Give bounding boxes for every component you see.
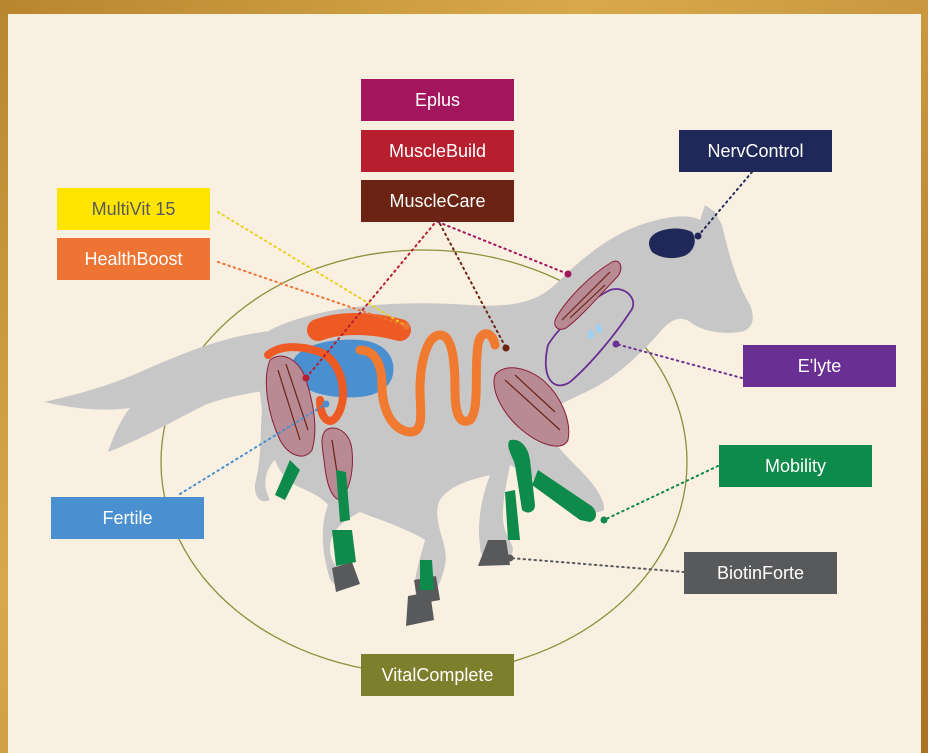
hoof	[332, 562, 360, 592]
label-musclebuild[interactable]: MuscleBuild	[361, 130, 514, 172]
leader-eplus	[438, 222, 568, 274]
dot-biotinforte	[507, 555, 514, 562]
bone	[420, 560, 434, 590]
label-eplus[interactable]: Eplus	[361, 79, 514, 121]
dot-fertile	[323, 401, 330, 408]
dot-eplus	[565, 271, 572, 278]
bone	[332, 530, 356, 566]
label-vitalcomplete[interactable]: VitalComplete	[361, 654, 514, 696]
dot-mobility	[601, 517, 608, 524]
label-biotinforte[interactable]: BiotinForte	[684, 552, 837, 594]
leader-elyte	[616, 344, 742, 378]
dot-elyte	[613, 341, 620, 348]
leader-mobility	[604, 466, 718, 520]
dot-multivit	[403, 323, 410, 330]
label-elyte[interactable]: E'lyte	[743, 345, 896, 387]
bone	[505, 490, 520, 540]
dot-musclecare	[503, 345, 510, 352]
label-nervcontrol[interactable]: NervControl	[679, 130, 832, 172]
label-musclecare[interactable]: MuscleCare	[361, 180, 514, 222]
label-multivit[interactable]: MultiVit 15	[57, 188, 210, 230]
label-mobility[interactable]: Mobility	[719, 445, 872, 487]
label-healthboost[interactable]: HealthBoost	[57, 238, 210, 280]
horse-tail	[44, 330, 292, 452]
leader-multivit	[218, 212, 406, 326]
label-fertile[interactable]: Fertile	[51, 497, 204, 539]
dot-musclebuild	[303, 375, 310, 382]
dot-nervcontrol	[695, 233, 702, 240]
intestine-top	[318, 324, 400, 330]
leader-nervcontrol	[698, 172, 752, 236]
